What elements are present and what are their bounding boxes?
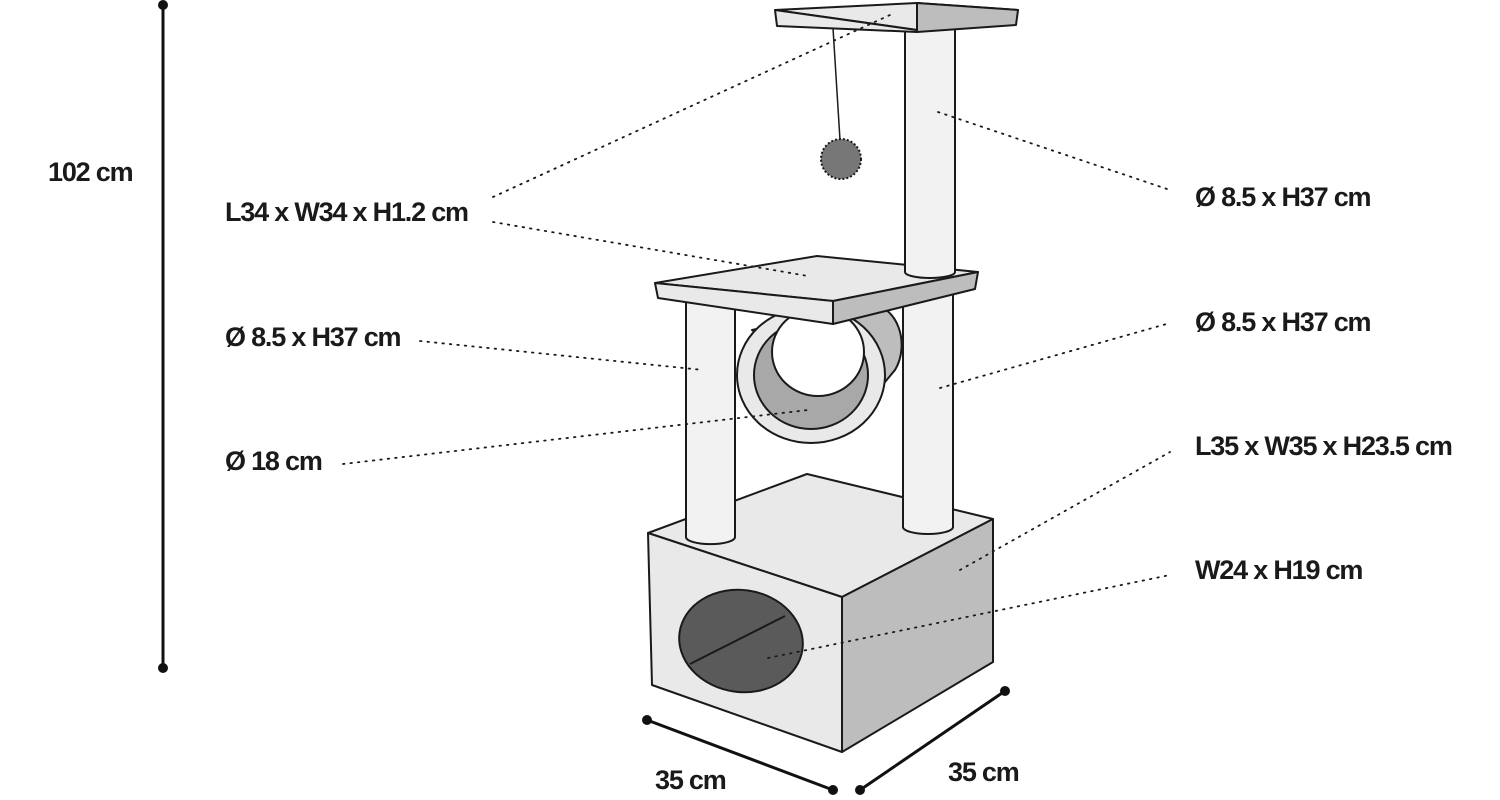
label-right-post: Ø 8.5 x H37 cm [1195, 307, 1371, 337]
label-base-width: 35 cm [948, 757, 1019, 787]
leader-base-box [959, 451, 1171, 571]
top-platform-side [916, 2, 1019, 33]
base-length-start-marker [642, 715, 652, 725]
cat-tree-illustration [647, 2, 1019, 753]
label-upper-post: Ø 8.5 x H37 cm [1195, 182, 1371, 212]
leader-lines [342, 14, 1171, 659]
base-width-line [859, 689, 1006, 792]
label-tunnel: Ø 18 cm [225, 446, 322, 476]
upper-post [904, 24, 956, 279]
lower-posts [685, 289, 954, 546]
leader-top-platform [492, 14, 891, 198]
label-top-platform: L34 x W34 x H1.2 cm [225, 197, 468, 227]
top-platform [774, 2, 1019, 33]
middle-platform-side [832, 271, 979, 325]
height-dimension [158, 0, 168, 673]
base-entrance-hole [678, 588, 804, 694]
base-width-start-marker [855, 785, 865, 795]
toy-string [832, 27, 841, 141]
base-width-end-marker [1000, 686, 1010, 696]
label-entrance: W24 x H19 cm [1195, 555, 1362, 585]
leader-left-post [419, 340, 704, 371]
height-dimension-top-marker [158, 0, 168, 10]
tunnel [736, 303, 903, 444]
dimension-labels: 102 cm L34 x W34 x H1.2 cm Ø 8.5 x H37 c… [48, 157, 1453, 795]
label-base-box: L35 x W35 x H23.5 cm [1195, 431, 1452, 461]
hanging-toy [820, 27, 862, 180]
leader-middle-platform [492, 221, 809, 277]
height-dimension-bottom-marker [158, 663, 168, 673]
base-dimensions [642, 686, 1010, 795]
label-total-height: 102 cm [48, 157, 133, 187]
leader-entrance [767, 574, 1171, 659]
middle-platform [654, 255, 979, 325]
leader-upper-post [937, 111, 1171, 191]
base-entrance-inner-edge [689, 615, 786, 665]
right-post [902, 289, 954, 535]
base-length-end-marker [828, 785, 838, 795]
leader-right-post [939, 322, 1171, 389]
toy-ball [820, 138, 862, 180]
label-left-post: Ø 8.5 x H37 cm [225, 322, 401, 352]
left-post [685, 289, 736, 546]
leader-tunnel [342, 409, 809, 465]
base-length-line [646, 718, 834, 792]
base-box-side [841, 518, 994, 753]
label-base-length: 35 cm [655, 765, 726, 795]
